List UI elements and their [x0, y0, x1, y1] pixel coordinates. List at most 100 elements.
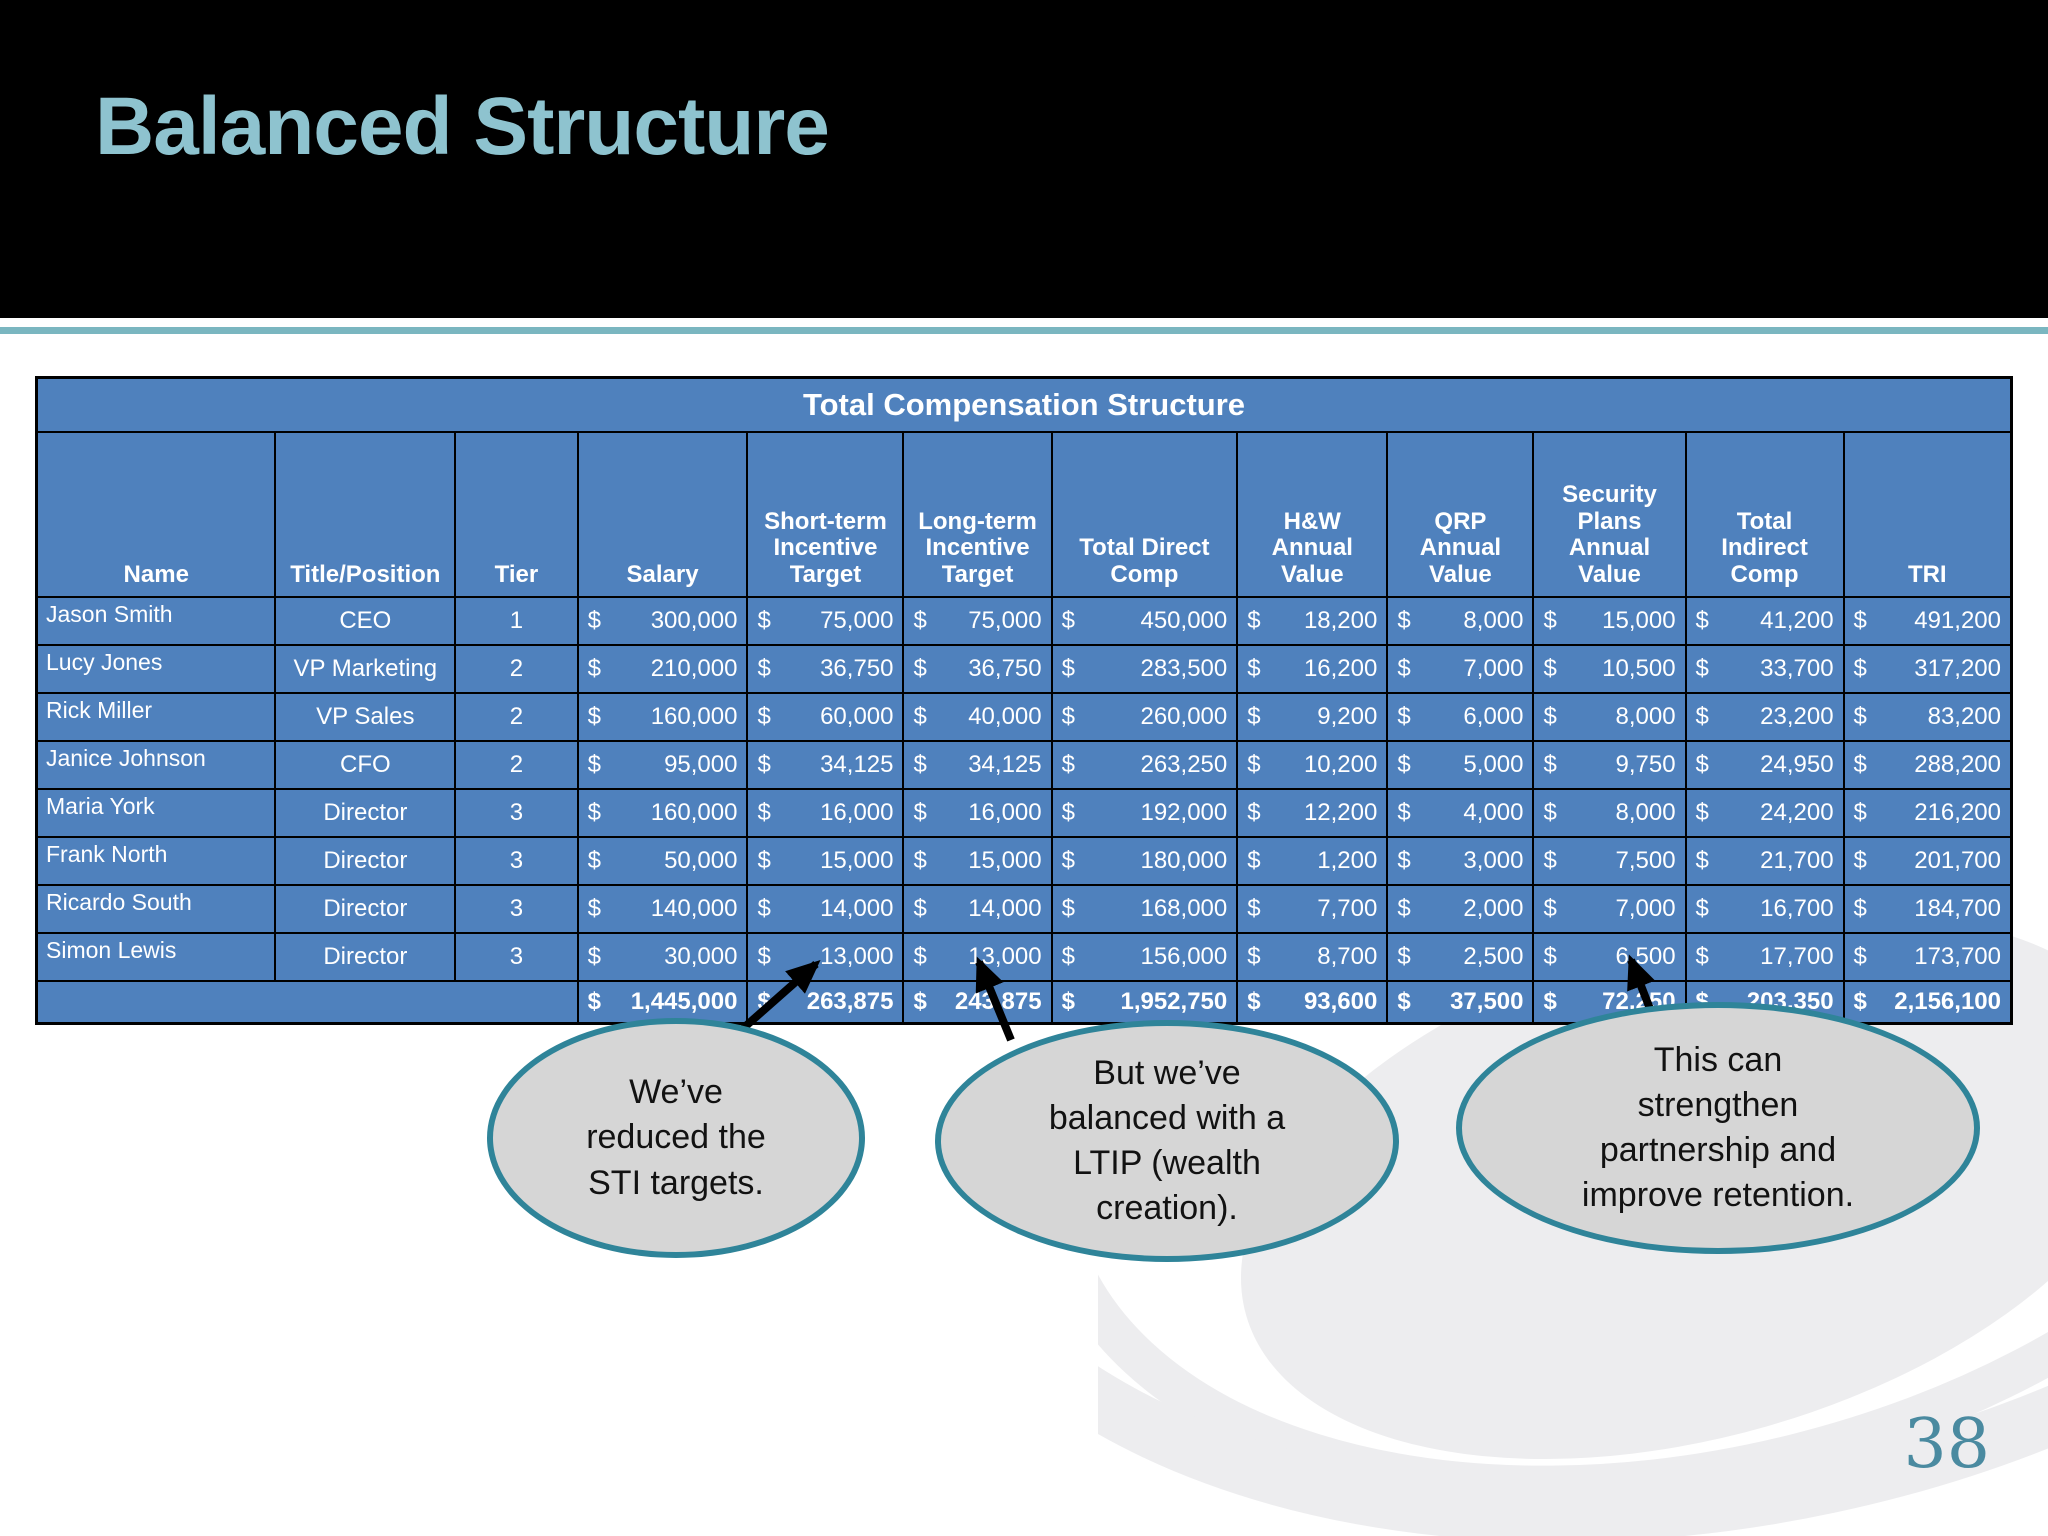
money-cell: $173,700: [1842, 932, 2013, 982]
money-cell: $33,700: [1684, 644, 1845, 694]
money-cell: $140,000: [576, 884, 749, 934]
money-cell: $83,200: [1842, 692, 2013, 742]
currency-symbol: $: [1397, 607, 1411, 634]
amount-value: 1,200: [1317, 847, 1378, 874]
currency-symbol: $: [1853, 847, 1867, 874]
money-cell: $40,000: [902, 692, 1053, 742]
currency-symbol: $: [757, 943, 771, 970]
cell-name: Janice Johnson: [35, 740, 277, 790]
amount-value: 317,200: [1914, 655, 2001, 682]
currency-symbol: $: [1543, 607, 1557, 634]
currency-symbol: $: [587, 703, 601, 730]
cell-tier: 3: [454, 836, 579, 886]
column-header-10: Total Indirect Comp: [1684, 431, 1845, 598]
currency-symbol: $: [1543, 703, 1557, 730]
currency-symbol: $: [1695, 607, 1709, 634]
amount-value: 156,000: [1140, 943, 1228, 970]
money-cell: $18,200: [1236, 596, 1389, 646]
money-cell: $24,200: [1684, 788, 1845, 838]
currency-symbol: $: [587, 847, 601, 874]
amount-value: 75,000: [968, 607, 1042, 634]
currency-symbol: $: [1853, 799, 1867, 826]
amount-value: 300,000: [650, 607, 738, 634]
currency-symbol: $: [1543, 988, 1557, 1015]
currency-symbol: $: [1061, 988, 1075, 1015]
money-cell: $9,200: [1236, 692, 1389, 742]
money-cell: $36,750: [746, 644, 905, 694]
money-cell: $6,000: [1386, 692, 1535, 742]
amount-value: 7,000: [1463, 655, 1524, 682]
currency-symbol: $: [1695, 751, 1709, 778]
column-header-6: Total Direct Comp: [1050, 431, 1239, 598]
amount-value: 3,000: [1463, 847, 1524, 874]
currency-symbol: $: [1397, 847, 1411, 874]
currency-symbol: $: [1397, 655, 1411, 682]
currency-symbol: $: [1247, 895, 1261, 922]
money-cell: $13,000: [902, 932, 1053, 982]
currency-symbol: $: [1061, 655, 1075, 682]
currency-symbol: $: [913, 607, 927, 634]
amount-value: 2,500: [1463, 943, 1524, 970]
money-cell: $283,500: [1050, 644, 1239, 694]
money-cell: $50,000: [576, 836, 749, 886]
column-header-0: Name: [35, 431, 277, 598]
currency-symbol: $: [587, 799, 601, 826]
currency-symbol: $: [913, 703, 927, 730]
money-cell: $13,000: [746, 932, 905, 982]
money-cell: $15,000: [1532, 596, 1687, 646]
money-cell: $9,750: [1532, 740, 1687, 790]
money-cell: $8,000: [1532, 692, 1687, 742]
amount-value: 491,200: [1914, 607, 2001, 634]
money-cell: $37,500: [1386, 980, 1535, 1025]
currency-symbol: $: [587, 943, 601, 970]
amount-value: 14,000: [968, 895, 1042, 922]
currency-symbol: $: [1397, 988, 1411, 1015]
currency-symbol: $: [913, 895, 927, 922]
currency-symbol: $: [1543, 751, 1557, 778]
currency-symbol: $: [1061, 943, 1075, 970]
amount-value: 60,000: [820, 703, 894, 730]
money-cell: $243,875: [902, 980, 1053, 1025]
cell-title-position: CFO: [274, 740, 457, 790]
amount-value: 23,200: [1760, 703, 1834, 730]
money-cell: $7,000: [1386, 644, 1535, 694]
amount-value: 75,000: [820, 607, 894, 634]
cell-title-position: Director: [274, 884, 457, 934]
amount-value: 36,750: [968, 655, 1042, 682]
money-cell: $491,200: [1842, 596, 2013, 646]
page-number: 38: [1903, 1405, 1990, 1484]
money-cell: $210,000: [576, 644, 749, 694]
money-cell: $7,700: [1236, 884, 1389, 934]
cell-tier: 2: [454, 740, 579, 790]
amount-value: 201,700: [1914, 847, 2001, 874]
cell-name: Frank North: [35, 836, 277, 886]
money-cell: $34,125: [746, 740, 905, 790]
cell-title-position: Director: [274, 836, 457, 886]
currency-symbol: $: [757, 751, 771, 778]
amount-value: 288,200: [1914, 751, 2001, 778]
amount-value: 1,445,000: [630, 988, 738, 1015]
money-cell: $160,000: [576, 692, 749, 742]
amount-value: 173,700: [1914, 943, 2001, 970]
currency-symbol: $: [587, 895, 601, 922]
amount-value: 2,000: [1463, 895, 1524, 922]
money-cell: $2,000: [1386, 884, 1535, 934]
amount-value: 41,200: [1760, 607, 1834, 634]
money-cell: $156,000: [1050, 932, 1239, 982]
amount-value: 7,500: [1615, 847, 1676, 874]
amount-value: 184,700: [1914, 895, 2001, 922]
amount-value: 13,000: [820, 943, 894, 970]
currency-symbol: $: [1397, 751, 1411, 778]
money-cell: $216,200: [1842, 788, 2013, 838]
amount-value: 160,000: [650, 703, 738, 730]
amount-value: 2,156,100: [1894, 988, 2001, 1015]
money-cell: $95,000: [576, 740, 749, 790]
column-header-11: TRI: [1842, 431, 2013, 598]
column-header-5: Long-term Incentive Target: [902, 431, 1053, 598]
money-cell: $450,000: [1050, 596, 1239, 646]
money-cell: $21,700: [1684, 836, 1845, 886]
amount-value: 15,000: [968, 847, 1042, 874]
money-cell: $16,200: [1236, 644, 1389, 694]
